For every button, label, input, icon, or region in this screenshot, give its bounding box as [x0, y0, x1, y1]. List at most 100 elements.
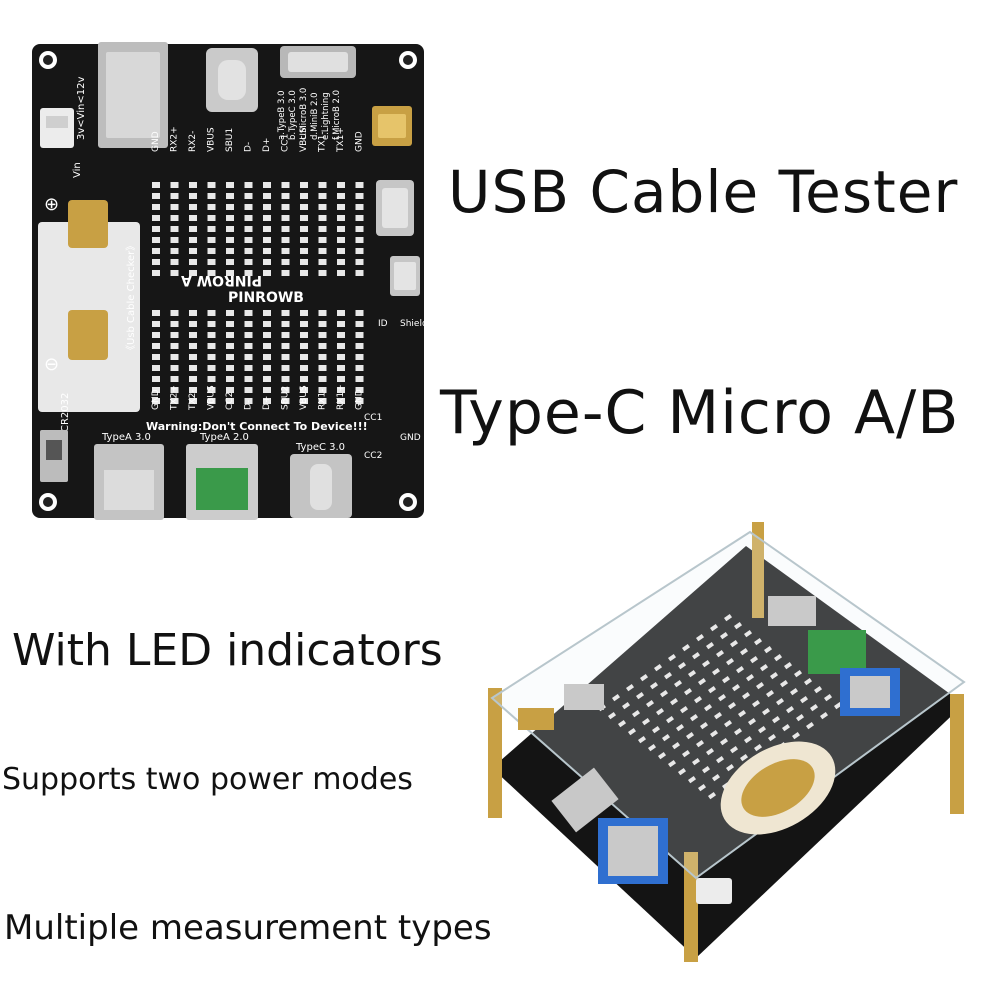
led [318, 237, 327, 243]
led [698, 783, 707, 792]
led [170, 193, 179, 199]
led [281, 398, 290, 404]
led [263, 270, 271, 276]
legend-item: d.MiniB 2.0 [310, 92, 320, 140]
led [226, 270, 234, 276]
led [207, 259, 216, 265]
led [152, 182, 160, 188]
led [733, 727, 743, 736]
led [189, 193, 197, 199]
led [706, 641, 715, 650]
led [720, 737, 729, 746]
led [772, 715, 781, 724]
led [672, 741, 681, 750]
led [804, 677, 813, 686]
led [170, 248, 179, 254]
led [355, 226, 364, 232]
led [666, 715, 675, 724]
led [762, 707, 771, 716]
led [708, 791, 717, 800]
led [728, 701, 737, 710]
led [152, 193, 160, 199]
led [300, 237, 308, 243]
led [170, 310, 179, 316]
led [152, 387, 160, 393]
led [318, 204, 327, 210]
led [281, 321, 290, 327]
led [780, 679, 789, 688]
led [674, 679, 683, 688]
led [263, 193, 271, 199]
port-label-typec3: TypeC 3.0 [295, 442, 345, 453]
led-indicator-grid [152, 182, 364, 404]
led [355, 204, 364, 210]
led [782, 723, 791, 732]
led [318, 193, 327, 199]
led [300, 193, 308, 199]
led [226, 398, 234, 404]
led [152, 376, 160, 382]
led [152, 354, 160, 360]
led [618, 719, 627, 728]
vin-range-label: 3v<Vin<12v [76, 77, 87, 141]
led [226, 354, 234, 360]
led [355, 193, 364, 199]
led [791, 731, 801, 740]
led [281, 215, 290, 221]
led [189, 270, 197, 276]
led [226, 248, 234, 254]
led [300, 365, 308, 371]
pin-label: CC2 [225, 392, 235, 410]
led [189, 398, 197, 404]
led [189, 204, 197, 210]
led [226, 182, 234, 188]
led [263, 237, 271, 243]
led [281, 226, 290, 232]
led [226, 376, 234, 382]
led [642, 717, 651, 726]
led [152, 259, 160, 265]
led [754, 637, 763, 646]
led [754, 743, 763, 752]
led [337, 310, 345, 316]
led [355, 398, 364, 404]
led [300, 387, 308, 393]
led [355, 321, 364, 327]
led [300, 259, 308, 265]
led [355, 343, 364, 349]
led [263, 398, 271, 404]
led [263, 226, 271, 232]
led [207, 398, 216, 404]
led [263, 354, 271, 360]
led [660, 689, 669, 698]
led [337, 321, 345, 327]
led [152, 248, 160, 254]
led [732, 683, 741, 692]
led [702, 765, 711, 774]
led [744, 735, 753, 744]
led [189, 259, 197, 265]
led [692, 651, 701, 660]
led [726, 657, 735, 666]
pin-label: D- [244, 400, 254, 410]
led [189, 343, 197, 349]
led [318, 365, 327, 371]
led [152, 204, 160, 210]
led [608, 711, 617, 720]
led [810, 703, 819, 712]
led [244, 270, 253, 276]
led [226, 226, 234, 232]
led [355, 332, 364, 338]
led [170, 387, 179, 393]
led [722, 675, 731, 684]
led [662, 733, 671, 742]
led [263, 204, 271, 210]
led [300, 226, 308, 232]
led [263, 259, 271, 265]
pinrow-b-label: PINROWB [228, 290, 304, 306]
led [768, 733, 777, 742]
led [718, 693, 727, 702]
pin-label: CC1 [281, 134, 291, 152]
led [300, 248, 308, 254]
board-title: 《Usb Cable Checker》 [125, 241, 137, 355]
